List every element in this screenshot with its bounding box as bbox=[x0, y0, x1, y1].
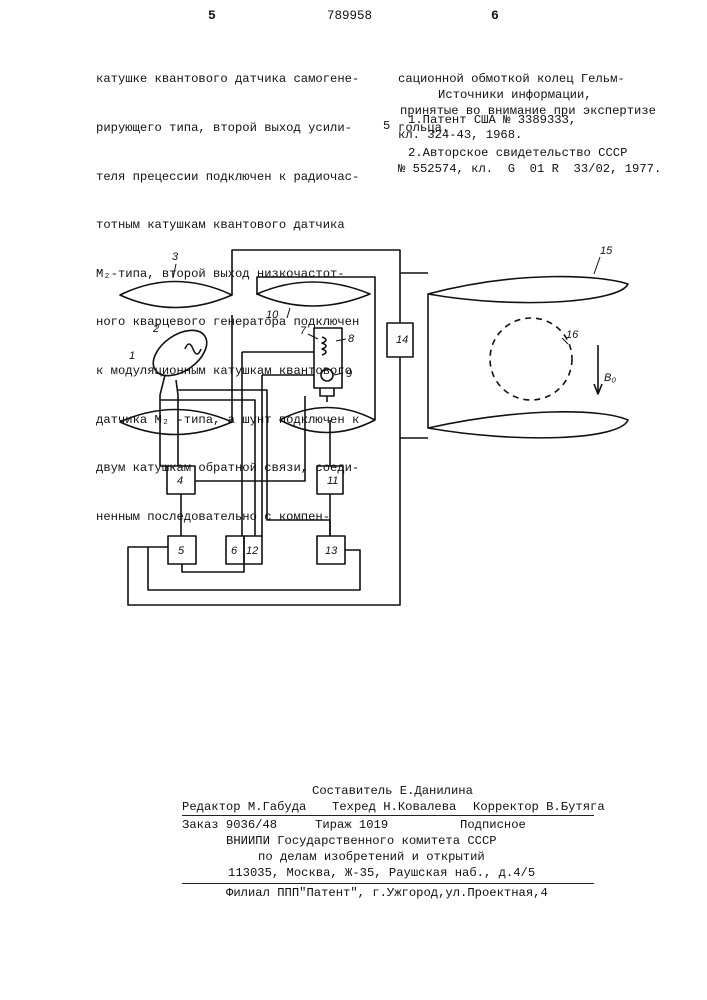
leader-3 bbox=[173, 264, 176, 278]
imprint-org-line-1: ВНИИПИ Государственного комитета СССР bbox=[226, 833, 497, 849]
frame-top-wire bbox=[232, 250, 428, 295]
wire-6-5 bbox=[182, 564, 244, 572]
page-number-right: 6 bbox=[491, 8, 499, 23]
source-2-line-1: 2.Авторское свидетельство СССР bbox=[408, 145, 627, 161]
source-1-line-1: 1.Патент США № 3389333, bbox=[408, 112, 576, 128]
label-4: 4 bbox=[177, 475, 183, 487]
leader-15 bbox=[594, 257, 600, 274]
label-11: 11 bbox=[327, 475, 338, 487]
imprint-rule-top bbox=[182, 815, 594, 816]
coil-lower-left-shape bbox=[120, 410, 232, 435]
sensor-assembly-box bbox=[314, 328, 342, 388]
element-9-circle bbox=[321, 369, 333, 381]
coil-15-upper-shape bbox=[428, 277, 628, 303]
wire-sensor-bus bbox=[160, 400, 255, 536]
lamp-2-filament bbox=[185, 344, 201, 354]
block-diagram: 3 10 2 1 7 8 9 14 15 16 B₀ 4 11 5 6 12 1… bbox=[0, 220, 707, 620]
sources-title: Источники информации, bbox=[438, 87, 592, 103]
source-1-line-2: кл. 324-43, 1968. bbox=[398, 127, 522, 143]
label-1: 1 bbox=[129, 350, 135, 362]
source-2-line-2: № 552574, кл. G 01 R 33/02, 1977. bbox=[398, 161, 661, 177]
imprint-subscription: Подписное bbox=[460, 817, 526, 833]
label-7: 7 bbox=[300, 325, 307, 337]
imprint-branch: Филиал ППП"Патент", г.Ужгород,ул.Проектн… bbox=[226, 885, 548, 901]
coil-3-shape bbox=[120, 282, 232, 308]
label-14: 14 bbox=[396, 334, 408, 346]
region-16-dashed-circle bbox=[490, 318, 572, 400]
imprint-org-line-2: по делам изобретений и открытий bbox=[258, 849, 485, 865]
leader-8 bbox=[336, 339, 346, 341]
coil-lower-right-shape bbox=[280, 408, 375, 433]
coil-15-lower-shape bbox=[428, 412, 628, 438]
text-line: рирующего типа, второй выход усили- bbox=[96, 120, 359, 136]
text-line: катушке квантового датчика самогене- bbox=[96, 71, 359, 87]
text-line: теля прецессии подключен к радиочас- bbox=[96, 169, 359, 185]
label-8: 8 bbox=[348, 333, 355, 345]
label-16: 16 bbox=[566, 329, 579, 341]
label-3: 3 bbox=[172, 251, 179, 263]
label-b0: B₀ bbox=[604, 372, 616, 384]
imprint-techred: Техред Н.Ковалева bbox=[332, 799, 456, 815]
label-9: 9 bbox=[346, 368, 352, 380]
leader-7 bbox=[308, 334, 318, 339]
page-number-left: 5 bbox=[208, 8, 216, 23]
text-line: сационной обмоткой колец Гельм- bbox=[398, 71, 625, 87]
imprint-compiler: Составитель Е.Данилина bbox=[312, 783, 473, 799]
imprint-address: 113035, Москва, Ж-35, Раушская наб., д.4… bbox=[228, 865, 535, 881]
label-6: 6 bbox=[231, 545, 238, 557]
imprint-circulation: Тираж 1019 bbox=[315, 817, 388, 833]
coil-7-winding bbox=[322, 337, 326, 355]
leader-10 bbox=[287, 308, 290, 318]
coil-10-shape bbox=[257, 282, 370, 306]
line-marker: 5 bbox=[383, 118, 390, 134]
label-5: 5 bbox=[178, 545, 185, 557]
sensor-1-wire-b bbox=[176, 380, 178, 466]
label-15: 15 bbox=[600, 245, 613, 257]
imprint-rule-bottom bbox=[182, 883, 594, 884]
wire-4-right bbox=[195, 396, 305, 481]
sensor-bracket bbox=[320, 388, 334, 402]
label-10: 10 bbox=[266, 309, 279, 321]
imprint-editor: Редактор М.Габуда bbox=[182, 799, 306, 815]
imprint-order: Заказ 9036/48 bbox=[182, 817, 277, 833]
label-12: 12 bbox=[246, 545, 258, 557]
patent-number: 789958 bbox=[327, 9, 372, 23]
label-2: 2 bbox=[152, 323, 159, 335]
imprint-corrector: Корректор В.Бутяга bbox=[473, 799, 605, 815]
label-13: 13 bbox=[325, 545, 338, 557]
sensor-1-wire bbox=[160, 375, 167, 466]
